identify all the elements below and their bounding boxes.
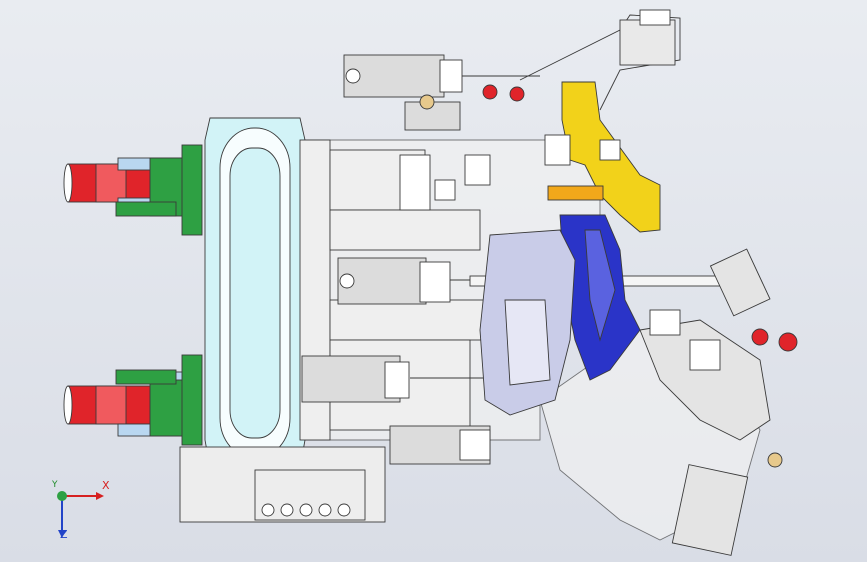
cyan-frame — [204, 117, 306, 469]
cylinder-bottom — [389, 425, 491, 465]
right-arm — [639, 248, 771, 556]
x-axis-label: X — [102, 479, 110, 492]
cylinder-top — [343, 54, 540, 98]
green-clamp-top — [115, 144, 203, 236]
bottom-base — [179, 446, 386, 523]
detail-blocks — [399, 134, 721, 371]
green-clamp-bottom — [115, 354, 203, 446]
workpiece-center — [479, 229, 576, 416]
cylinder-lower — [301, 355, 500, 403]
tan-balls — [419, 94, 783, 468]
top-bracket — [519, 9, 681, 111]
orientation-triad: X Y Z — [44, 479, 124, 552]
z-axis-label: Z — [60, 528, 68, 541]
y-axis-label: Y — [52, 480, 58, 490]
axis-triad-icon — [57, 491, 104, 538]
cylinder-mid — [337, 257, 520, 305]
red-balls — [482, 84, 798, 352]
